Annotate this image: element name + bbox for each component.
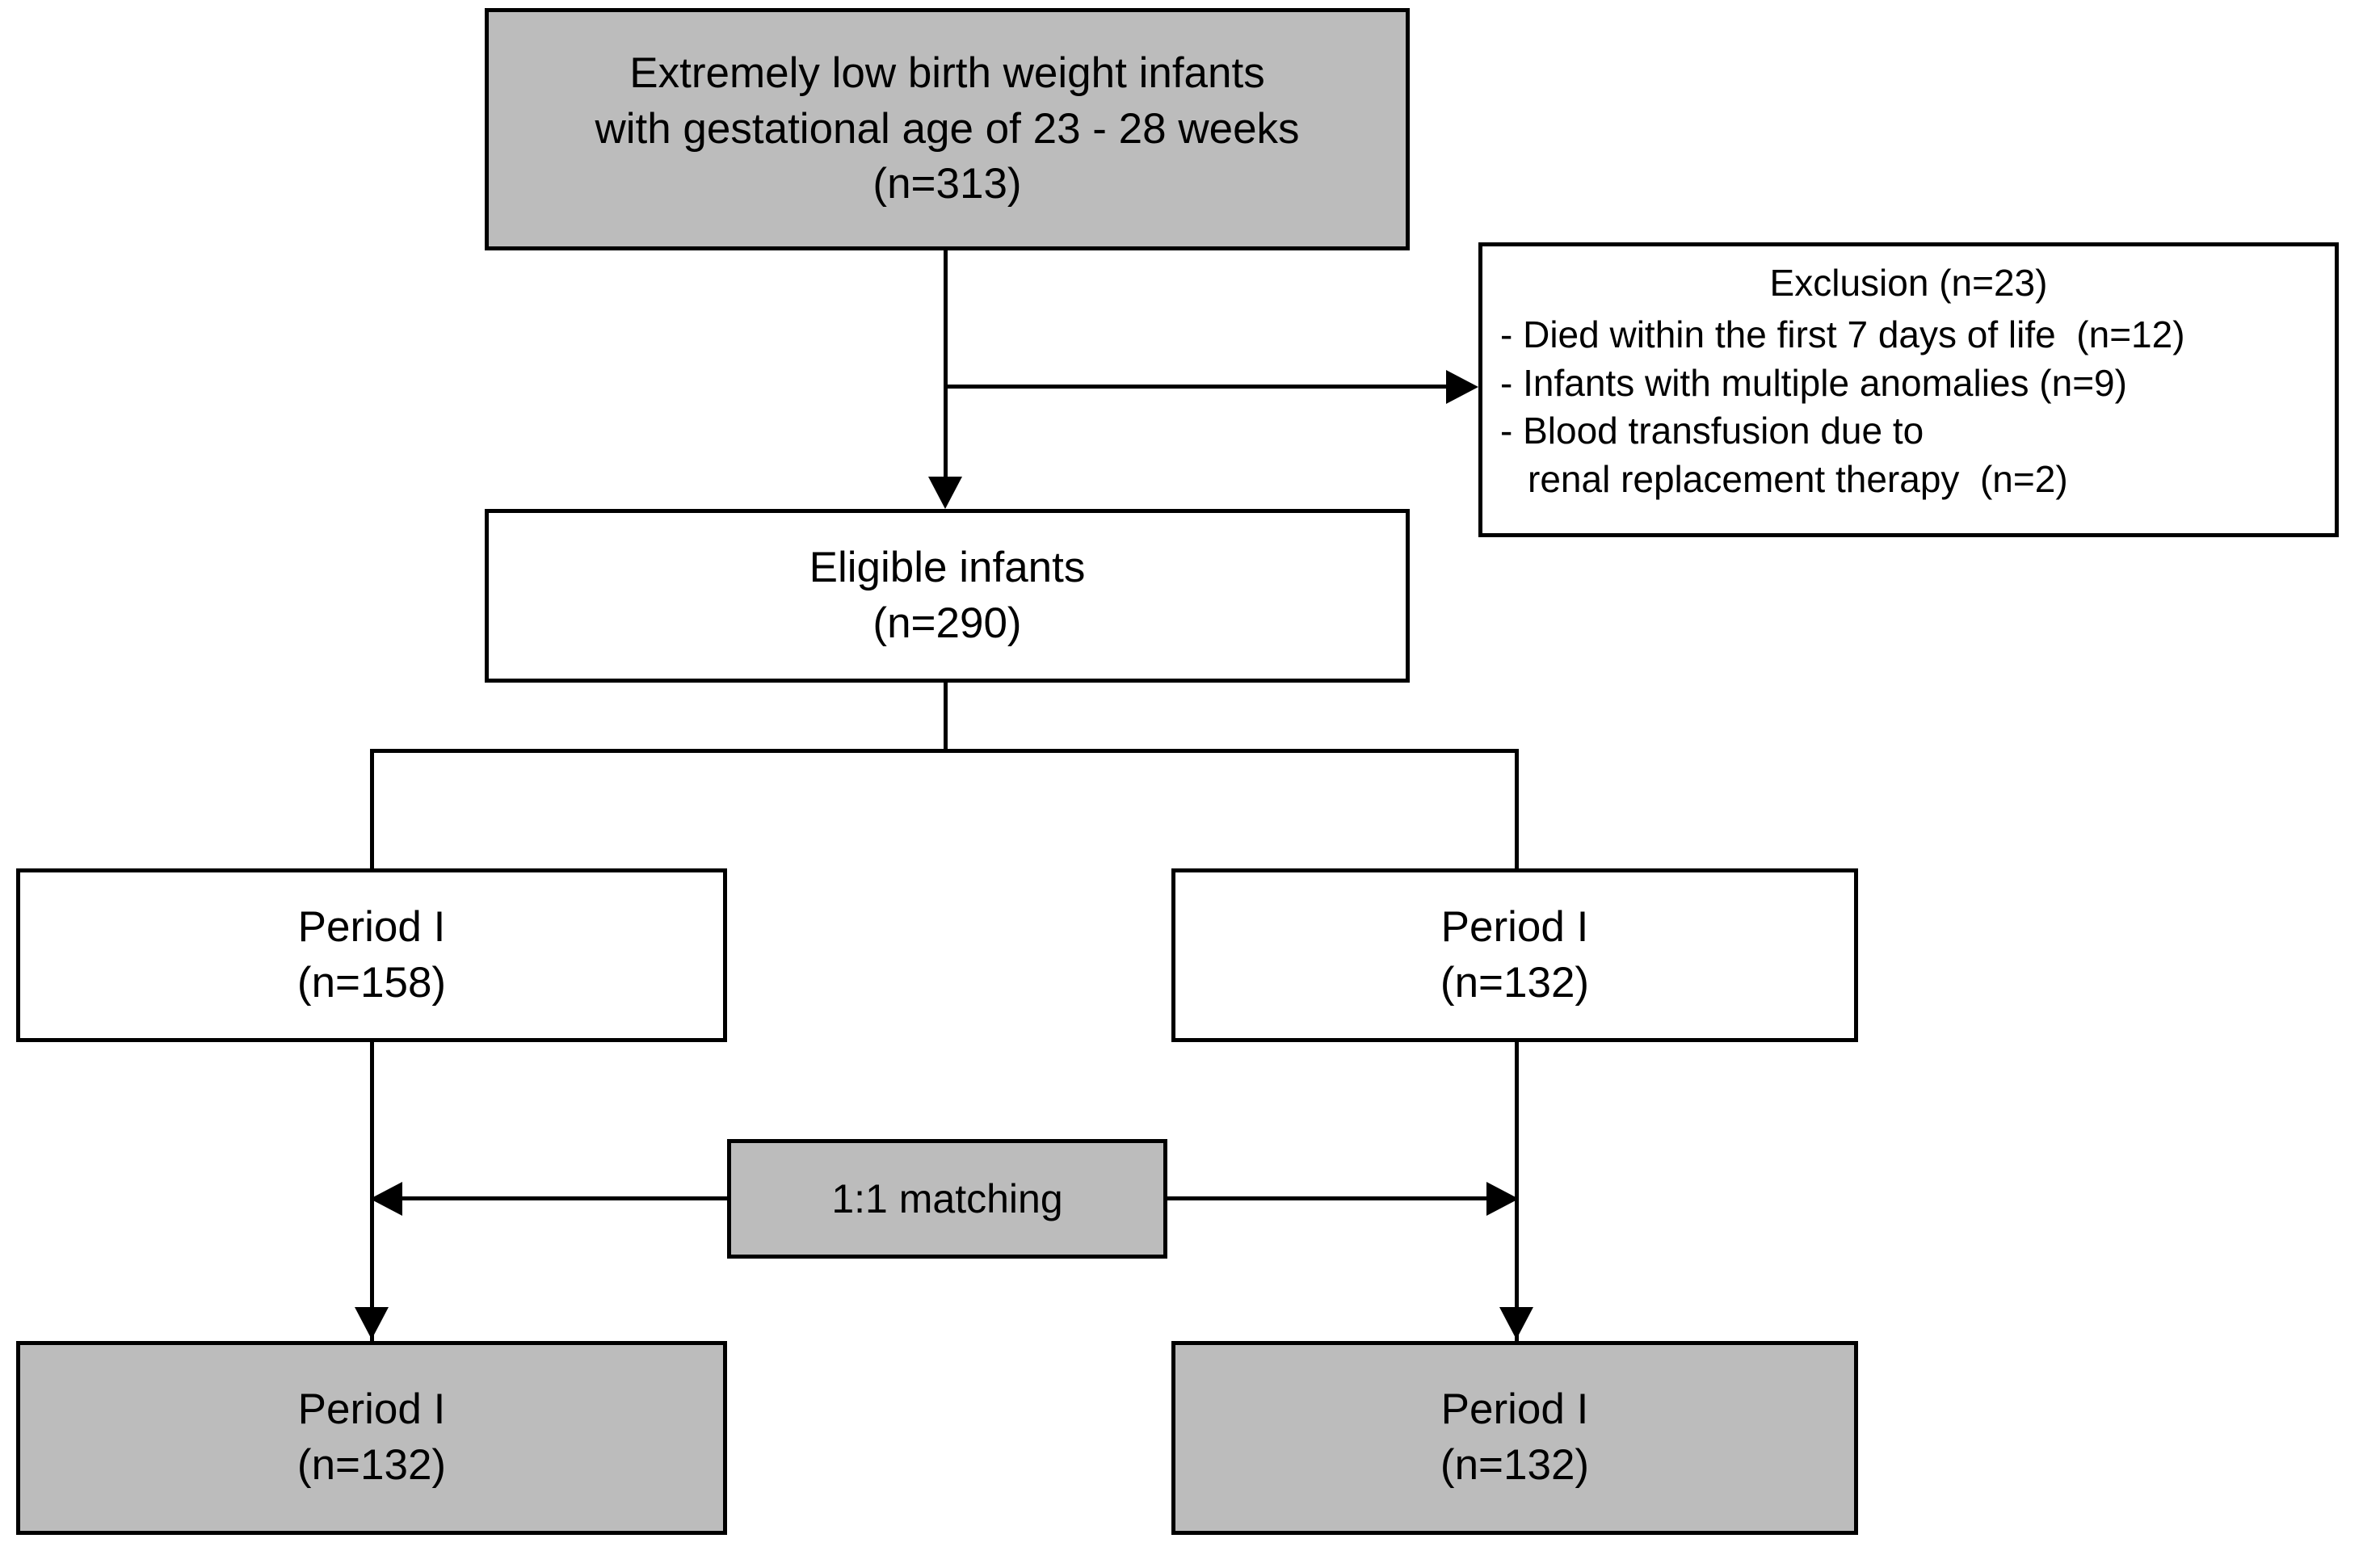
connector-matching-right-line bbox=[1166, 1196, 1493, 1200]
eligible-line-1: Eligible infants bbox=[809, 543, 1086, 591]
cohort-line-1: Extremely low birth weight infants bbox=[629, 48, 1265, 97]
node-eligible-infants: Eligible infants (n=290) bbox=[485, 509, 1410, 683]
node-period-left-top: Period I (n=158) bbox=[16, 868, 727, 1042]
period-right-bottom-line-2: (n=132) bbox=[1440, 1441, 1590, 1489]
connector-split-left-drop bbox=[370, 749, 374, 870]
connector-cohort-to-eligible-line bbox=[944, 250, 948, 481]
connector-cohort-to-eligible-arrowhead-icon bbox=[928, 477, 962, 509]
connector-matching-left-arrowhead-icon bbox=[370, 1182, 402, 1216]
period-left-bottom-line-2: (n=132) bbox=[296, 1441, 447, 1489]
period-right-bottom-line-1: Period I bbox=[1440, 1385, 1589, 1434]
period-left-top-line-2: (n=158) bbox=[296, 958, 447, 1007]
node-matching: 1:1 matching bbox=[727, 1139, 1167, 1259]
period-left-bottom-line-1: Period I bbox=[297, 1385, 446, 1434]
cohort-line-2: with gestational age of 23 - 28 weeks bbox=[595, 104, 1300, 153]
exclusion-bullet-1: - Died within the first 7 days of life (… bbox=[1500, 313, 2185, 355]
period-left-top-line-1: Period I bbox=[297, 902, 446, 951]
node-cohort: Extremely low birth weight infants with … bbox=[485, 8, 1410, 250]
connector-left-column-arrowhead-icon bbox=[355, 1307, 389, 1339]
node-period-right-top: Period I (n=132) bbox=[1171, 868, 1858, 1042]
connector-split-bus bbox=[370, 749, 1519, 753]
cohort-line-3: (n=313) bbox=[872, 160, 1022, 208]
node-period-right-bottom: Period I (n=132) bbox=[1171, 1341, 1858, 1535]
node-exclusion: Exclusion (n=23) - Died within the first… bbox=[1478, 242, 2339, 537]
connector-to-exclusion-arrowhead-icon bbox=[1446, 370, 1478, 404]
eligible-line-2: (n=290) bbox=[872, 599, 1022, 647]
connector-to-exclusion-line bbox=[944, 385, 1448, 389]
connector-right-column-arrowhead-icon bbox=[1499, 1307, 1533, 1339]
exclusion-bullet-3-continued: renal replacement therapy (n=2) bbox=[1528, 458, 2068, 501]
exclusion-bullet-3: - Blood transfusion due to bbox=[1500, 410, 1924, 452]
period-right-top-line-2: (n=132) bbox=[1440, 958, 1590, 1007]
exclusion-bullet-2: - Infants with multiple anomalies (n=9) bbox=[1500, 361, 2127, 404]
connector-split-right-drop bbox=[1515, 749, 1519, 870]
connector-matching-left-line bbox=[392, 1196, 730, 1200]
node-period-left-bottom: Period I (n=132) bbox=[16, 1341, 727, 1535]
exclusion-header: Exclusion (n=23) bbox=[1769, 262, 2048, 304]
connector-matching-right-arrowhead-icon bbox=[1486, 1182, 1519, 1216]
period-right-top-line-1: Period I bbox=[1440, 902, 1589, 951]
connector-eligible-stem bbox=[944, 683, 948, 751]
matching-label: 1:1 matching bbox=[831, 1175, 1063, 1221]
